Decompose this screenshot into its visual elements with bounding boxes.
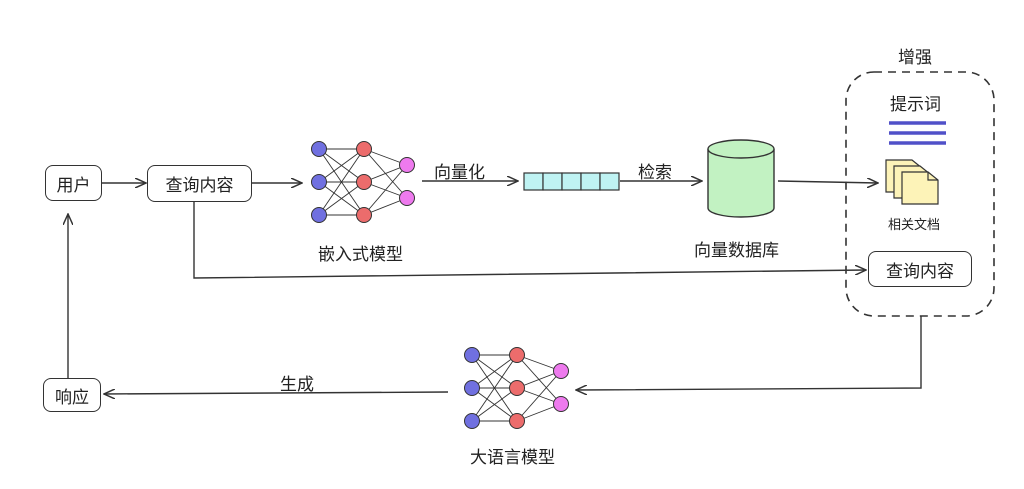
embedding-neural-network-icon bbox=[311, 141, 415, 223]
arrow-augment-to-llm bbox=[576, 316, 922, 390]
query-box: 查询内容 bbox=[147, 165, 252, 202]
response-label: 响应 bbox=[55, 387, 89, 408]
prompt-lines-icon bbox=[889, 121, 946, 145]
embedding-model-label: 嵌入式模型 bbox=[318, 245, 403, 265]
related-docs-label: 相关文档 bbox=[888, 218, 941, 233]
arrow-llm-to-response bbox=[104, 392, 449, 394]
user-box: 用户 bbox=[45, 165, 102, 201]
augment-group bbox=[845, 71, 995, 317]
arrow-db-to-docs bbox=[777, 181, 878, 183]
response-box: 响应 bbox=[43, 378, 101, 412]
query-augment-box: 查询内容 bbox=[868, 251, 972, 287]
prompt-label: 提示词 bbox=[890, 95, 941, 115]
retrieve-label: 检索 bbox=[638, 163, 672, 183]
llm-neural-network-icon bbox=[464, 347, 569, 429]
llm-label: 大语言模型 bbox=[470, 448, 555, 468]
augment-label: 增强 bbox=[898, 48, 932, 68]
database-icon bbox=[707, 139, 775, 218]
query-label: 查询内容 bbox=[165, 176, 234, 196]
documents-icon bbox=[885, 159, 939, 205]
vectorize-label: 向量化 bbox=[434, 163, 485, 183]
vector-cells-icon bbox=[523, 172, 620, 191]
query-augment-label: 查询内容 bbox=[886, 261, 954, 282]
generate-label: 生成 bbox=[280, 375, 314, 395]
user-label: 用户 bbox=[56, 175, 91, 196]
vector-db-label: 向量数据库 bbox=[694, 241, 779, 261]
arrow-query-to-augment-query bbox=[193, 202, 866, 279]
